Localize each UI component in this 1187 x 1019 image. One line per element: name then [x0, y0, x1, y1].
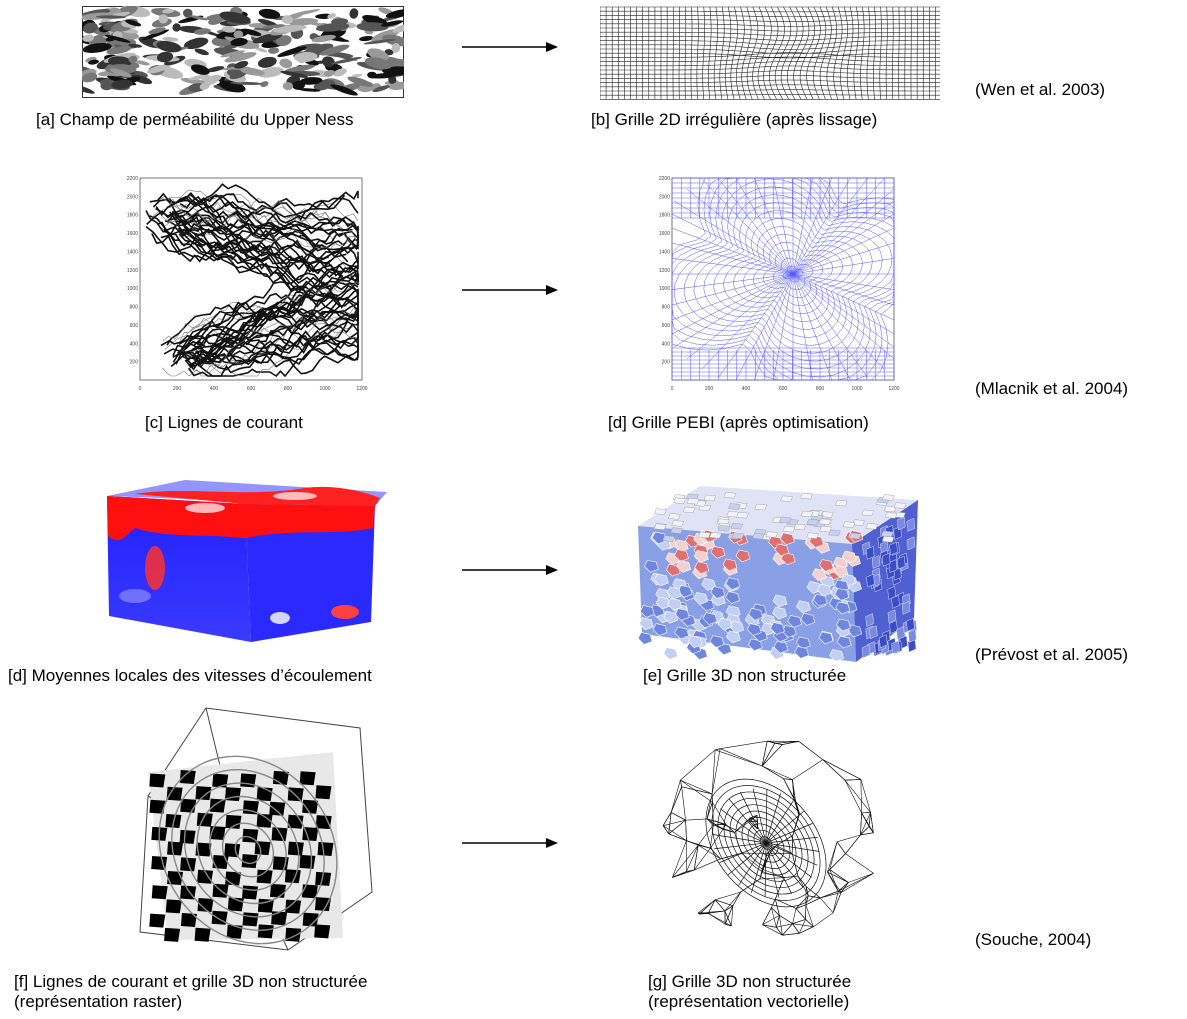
- x-tick-label: 0: [671, 386, 674, 392]
- y-tick-label: 800: [662, 305, 671, 311]
- caption-f-line1: [f] Lignes de courant et grille 3D non s…: [14, 972, 368, 991]
- y-tick-label: 1200: [659, 268, 670, 274]
- x-tick-label: 200: [705, 386, 714, 392]
- x-tick-label: 200: [173, 386, 182, 392]
- streamlines: [145, 183, 359, 378]
- y-tick-label: 1800: [127, 213, 138, 219]
- pebi-grid-plot: 0 200 400 600 800 1000 1200 200 400 600 800 1000 120…: [650, 172, 900, 404]
- y-tick-label: 1200: [127, 268, 138, 274]
- vector-3d-grid-image: [646, 715, 896, 961]
- y-tick-label: 400: [662, 341, 671, 347]
- irregular-2d-grid-image: [600, 6, 940, 100]
- caption-b: [b] Grille 2D irrégulière (après lissage…: [591, 110, 878, 129]
- unstructured-3d-grid-block: [620, 478, 920, 664]
- x-tick-label: 600: [247, 386, 256, 392]
- citation-souche: (Souche, 2004): [975, 930, 1092, 949]
- citation-wen: (Wen et al. 2003): [975, 80, 1106, 99]
- y-tick-label: 800: [130, 305, 139, 311]
- caption-c: [c] Lignes de courant: [145, 413, 303, 432]
- raster-3d-grid-image: [128, 700, 378, 958]
- y-tick-label: 1600: [659, 231, 670, 237]
- y-tick-label: 200: [130, 360, 139, 366]
- caption-g: [g] Grille 3D non structurée (représenta…: [648, 972, 851, 1012]
- y-tick-label: 2000: [127, 194, 138, 200]
- x-tick-label: 1200: [356, 386, 367, 392]
- arrow-row4: [462, 838, 558, 848]
- x-tick-label: 400: [742, 386, 751, 392]
- dense-core: [705, 778, 827, 908]
- y-tick-label: 200: [662, 360, 671, 366]
- streamlines-plot: 0 200 400 600 800 1000 1200 200 400 600 800 1000 120…: [118, 172, 368, 404]
- y-tick-label: 1400: [127, 249, 138, 255]
- y-tick-label: 2200: [659, 176, 670, 182]
- y-tick-label: 1400: [659, 249, 670, 255]
- caption-g-line2: (représentation vectorielle): [648, 992, 850, 1011]
- x-tick-label: 800: [816, 386, 825, 392]
- y-tick-label: 600: [662, 323, 671, 329]
- citation-prevost: (Prévost et al. 2005): [975, 645, 1129, 664]
- permeability-field-image: [82, 6, 404, 98]
- y-tick-label: 400: [130, 341, 139, 347]
- caption-g-line1: [g] Grille 3D non structurée: [648, 972, 852, 991]
- arrow-row2: [462, 285, 558, 295]
- citation-mlacnik: (Mlacnik et al. 2004): [975, 379, 1129, 398]
- caption-d: [d] Grille PEBI (après optimisation): [608, 413, 869, 432]
- y-tick-label: 1000: [127, 286, 138, 292]
- x-tick-label: 600: [779, 386, 788, 392]
- caption-a: [a] Champ de perméabilité du Upper Ness: [36, 110, 354, 129]
- caption-e: [e] Grille 3D non structurée: [643, 666, 847, 685]
- pebi-cells: [671, 177, 895, 381]
- x-tick-label: 1000: [319, 386, 330, 392]
- y-tick-label: 2000: [659, 194, 670, 200]
- velocity-averages-block: [95, 476, 390, 646]
- arrow-row3: [462, 565, 558, 575]
- grid-lines: [600, 6, 940, 100]
- y-tick-label: 1000: [659, 286, 670, 292]
- permeability-texture: [82, 6, 404, 96]
- x-tick-label: 1000: [851, 386, 862, 392]
- checkerboard: [148, 752, 343, 942]
- caption-f: [f] Lignes de courant et grille 3D non s…: [14, 972, 367, 1012]
- arrow-row1: [462, 42, 558, 52]
- x-tick-label: 800: [284, 386, 293, 392]
- caption-d2: [d] Moyennes locales des vitesses d’écou…: [8, 666, 372, 685]
- y-tick-label: 600: [130, 323, 139, 329]
- y-tick-label: 1800: [659, 213, 670, 219]
- x-tick-label: 1200: [888, 386, 899, 392]
- caption-f-line2: (représentation raster): [14, 992, 183, 1011]
- x-tick-label: 0: [139, 386, 142, 392]
- grid-cells: [637, 492, 917, 662]
- y-tick-label: 2200: [127, 176, 138, 182]
- streamline-loops: [158, 755, 338, 945]
- y-tick-label: 1600: [127, 231, 138, 237]
- x-tick-label: 400: [210, 386, 219, 392]
